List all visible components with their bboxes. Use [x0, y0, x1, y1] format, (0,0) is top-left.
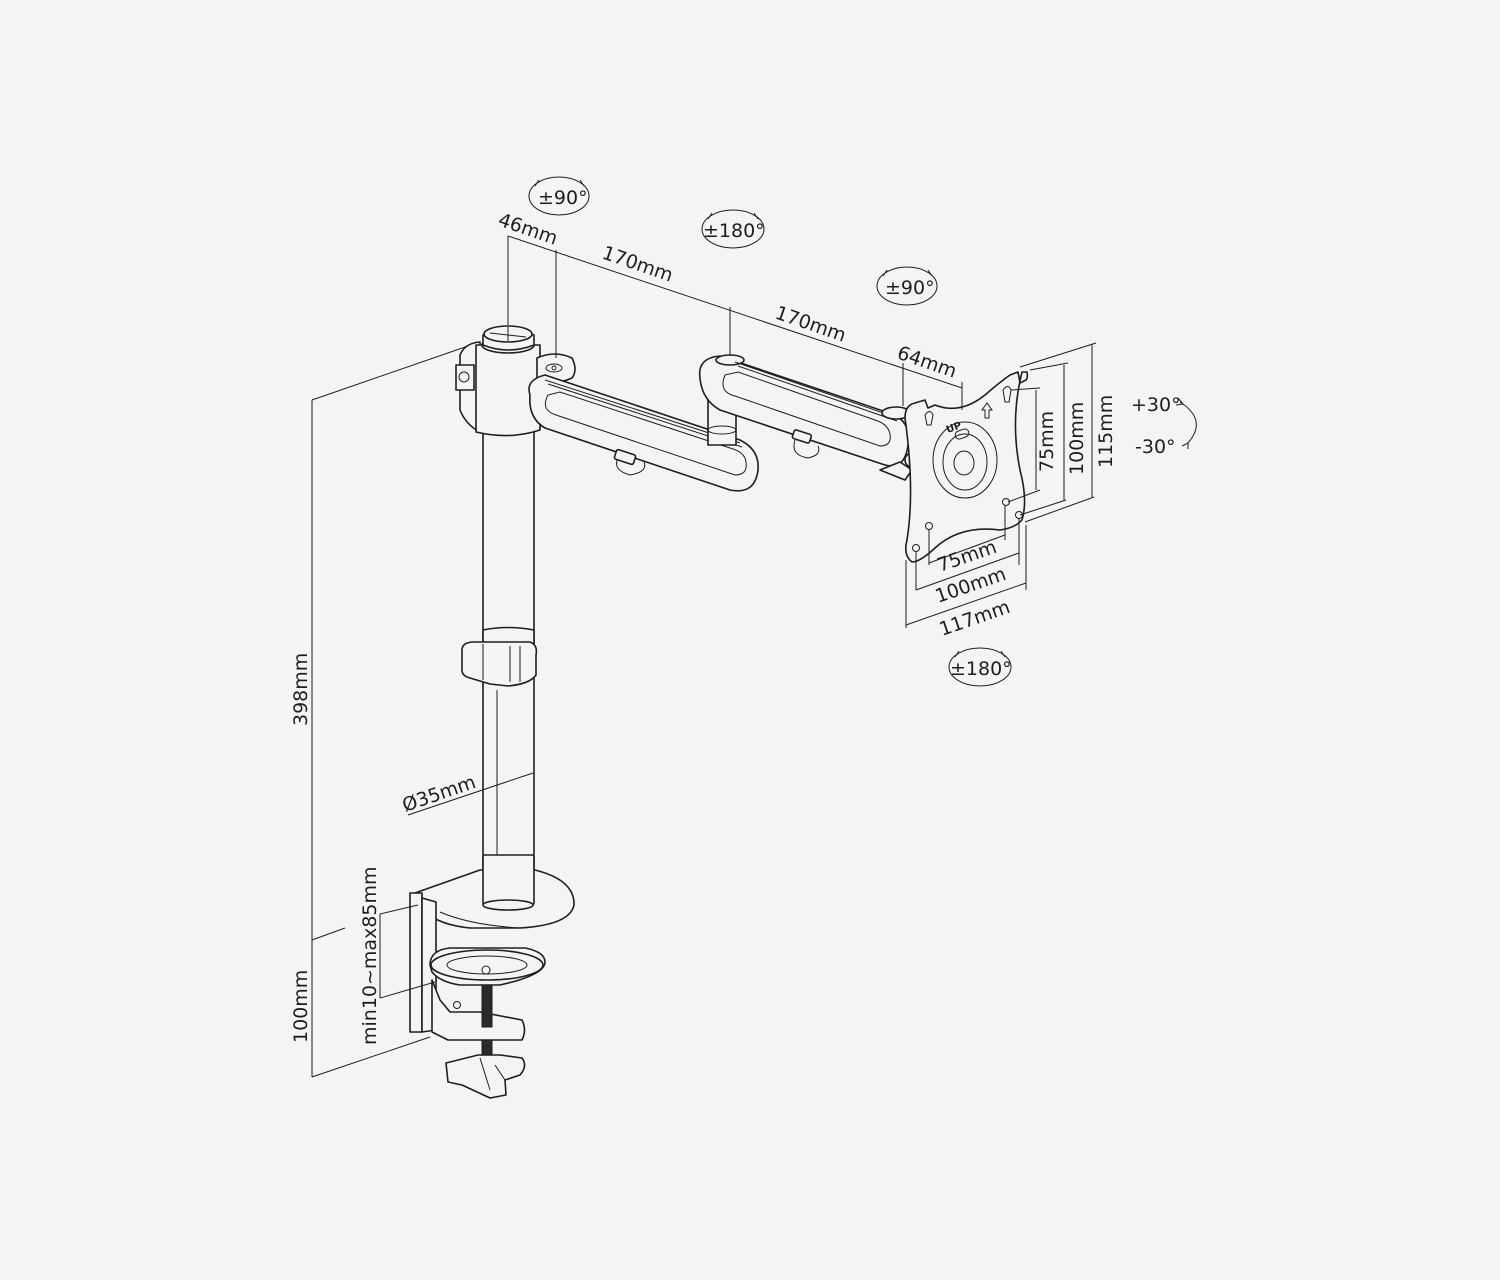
label-pole-diameter: Ø35mm: [399, 771, 478, 817]
label-tilt-up: +30°: [1131, 394, 1181, 416]
label-arm2-swivel: ±180°: [703, 220, 765, 242]
rotation-indicators: [528, 176, 1012, 687]
desk-clamp: [409, 892, 546, 1099]
arm-segment-1: [528, 374, 759, 492]
label-desk-thickness: min10~max85mm: [359, 866, 381, 1045]
rotation-icon-head: [876, 266, 938, 306]
height-collar: [461, 626, 538, 687]
rotation-icon-plate: [948, 647, 1012, 687]
base-plate: [414, 854, 575, 929]
label-clamp-height: 100mm: [290, 970, 312, 1043]
label-plate-height: 115mm: [1095, 395, 1117, 468]
label-vesa-v-large: 100mm: [1066, 402, 1088, 475]
dimension-lines: [311, 235, 1197, 1078]
rotation-icon-arm1: [528, 176, 590, 216]
rotation-icon-arm2: [701, 209, 765, 249]
rotation-labels: ±90° ±180° ±90° ±180° +30° -30°: [538, 187, 1181, 680]
label-arm2-length: 170mm: [772, 302, 848, 347]
arm-segment-2: [698, 354, 910, 467]
label-pole-offset: 46mm: [495, 209, 560, 250]
label-arm1-swivel: ±90°: [538, 187, 588, 209]
label-vesa-v-small: 75mm: [1036, 411, 1058, 472]
label-pole-height: 398mm: [290, 653, 312, 726]
pole-top-joint: [455, 325, 576, 437]
svg-text:UP: UP: [945, 420, 963, 436]
label-tilt-down: -30°: [1135, 436, 1176, 458]
vesa-plate: UP: [904, 371, 1029, 563]
label-head-swivel: ±90°: [885, 277, 935, 299]
label-plate-rotation: ±180°: [950, 658, 1012, 680]
